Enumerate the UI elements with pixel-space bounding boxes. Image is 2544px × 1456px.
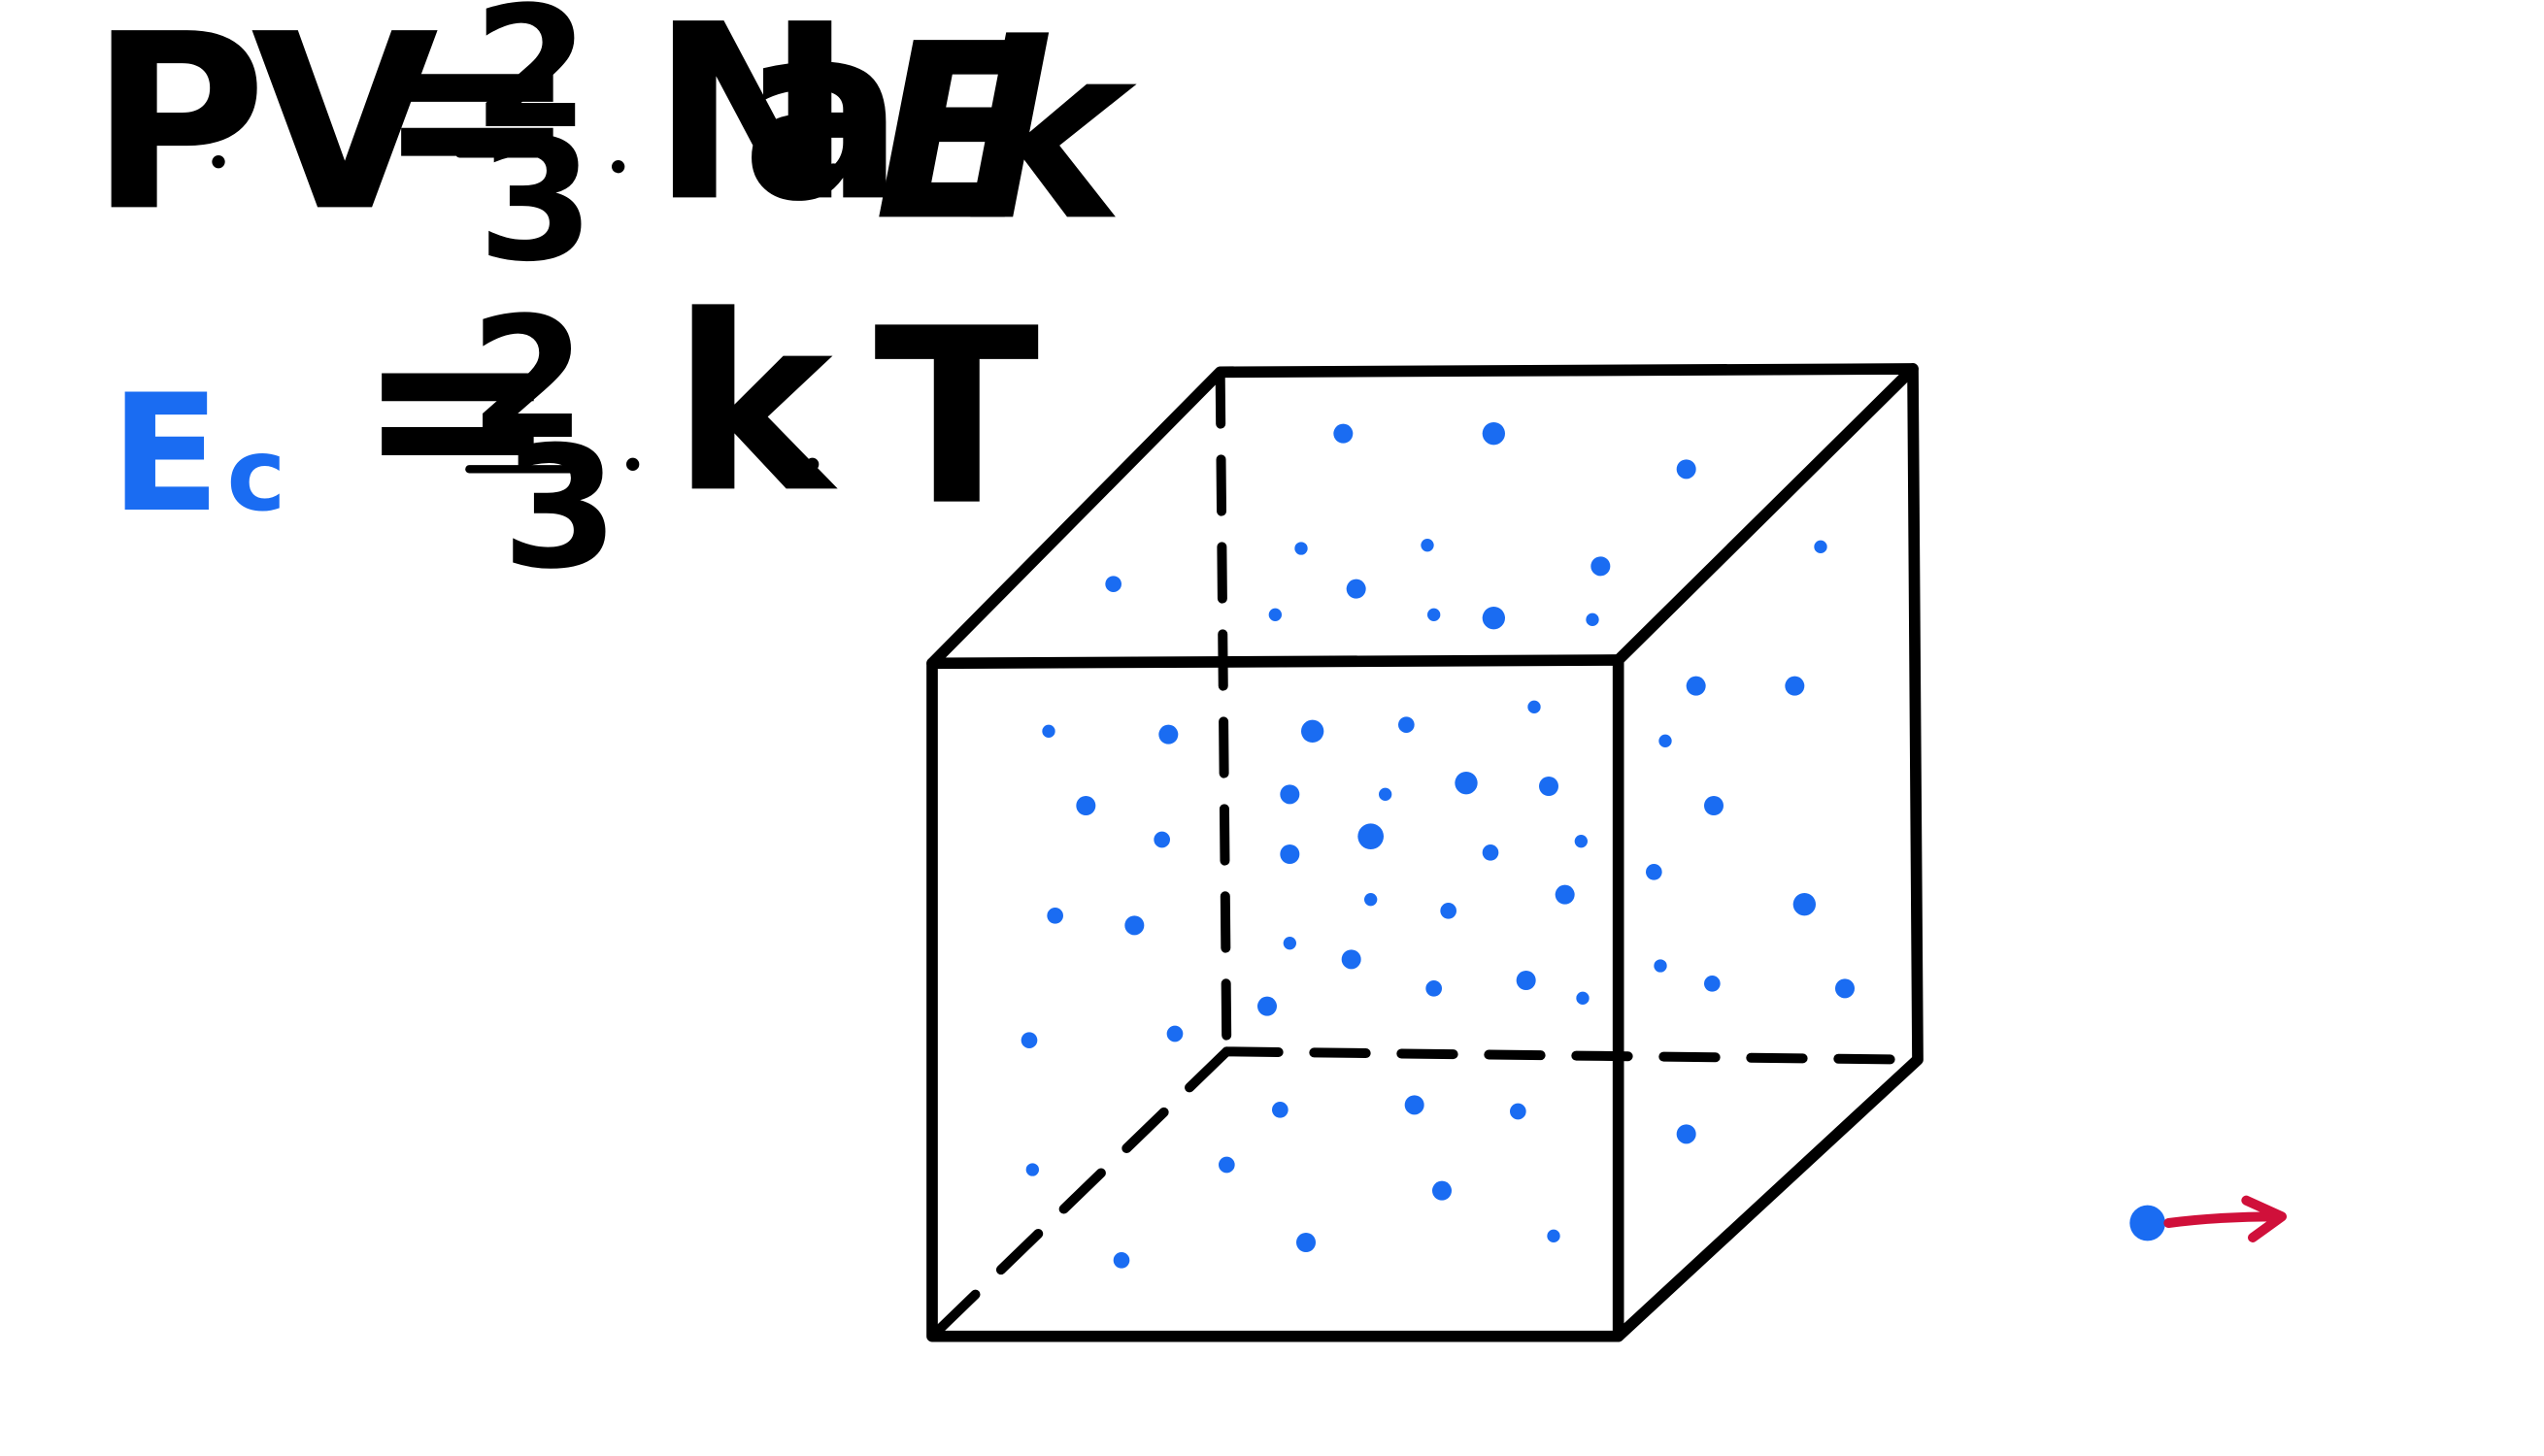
gas-particle bbox=[1154, 831, 1170, 848]
gas-particle bbox=[1025, 1163, 1039, 1176]
gas-particle bbox=[1590, 556, 1611, 577]
gas-particle bbox=[1432, 1180, 1452, 1201]
gas-particle bbox=[1586, 612, 1599, 626]
pressure-symbol: P bbox=[89, 0, 267, 264]
gas-particle bbox=[1166, 1025, 1184, 1042]
gas-particle bbox=[1814, 540, 1827, 553]
gas-particle bbox=[1076, 796, 1096, 815]
gas-container-cube bbox=[926, 363, 1924, 1342]
gas-particle bbox=[1333, 423, 1354, 444]
gas-particle bbox=[1658, 734, 1672, 747]
particle-velocity-legend bbox=[2129, 1195, 2287, 1242]
gas-particle bbox=[1510, 1103, 1526, 1120]
energy-symbol: E bbox=[110, 360, 220, 548]
velocity-arrow-head bbox=[2241, 1195, 2287, 1242]
gas-particle bbox=[1364, 893, 1378, 907]
gas-particle bbox=[1301, 719, 1324, 743]
energy-subscript: c bbox=[226, 417, 285, 534]
kinetic-energy-symbol: E bbox=[874, 0, 1040, 274]
gas-particle bbox=[1105, 576, 1121, 592]
equals-sign: = bbox=[376, 0, 579, 248]
gas-particle bbox=[1792, 893, 1816, 916]
gas-particle bbox=[1113, 1252, 1130, 1269]
gas-particle bbox=[1296, 1233, 1316, 1252]
gas-particle bbox=[1482, 422, 1505, 446]
gas-particle bbox=[1280, 844, 1300, 864]
gas-particle bbox=[1042, 724, 1055, 738]
gas-particle bbox=[1686, 676, 1706, 696]
hidden-depth-edge bbox=[927, 1046, 1232, 1341]
gas-particle bbox=[1268, 608, 1282, 621]
legend-particle bbox=[2129, 1205, 2165, 1241]
gas-particle bbox=[1835, 978, 1855, 999]
gas-particle bbox=[1421, 539, 1434, 552]
gas-particle bbox=[1341, 949, 1361, 970]
gas-particle bbox=[1516, 971, 1536, 990]
fraction-denominator: 3 bbox=[478, 103, 595, 299]
fraction-denominator: 3 bbox=[502, 410, 619, 606]
gas-particle bbox=[1219, 1156, 1235, 1174]
multiply-dot bbox=[212, 155, 225, 169]
multiply-dot bbox=[806, 457, 820, 471]
volume-symbol: V bbox=[251, 0, 438, 264]
formula-kinetic-energy: E c = 2 3 k T bbox=[110, 263, 1039, 606]
gas-particle bbox=[1257, 996, 1277, 1016]
gas-particle bbox=[1346, 579, 1366, 599]
fraction-numerator: 2 bbox=[473, 0, 590, 166]
gas-particle bbox=[1574, 835, 1588, 848]
fraction-numerator: 2 bbox=[469, 281, 586, 477]
gas-particle bbox=[1425, 980, 1442, 997]
hidden-edges bbox=[927, 367, 1919, 1341]
gas-particle bbox=[1404, 1095, 1424, 1115]
formula-ideal-gas: P V = 2 3 N a E k bbox=[89, 0, 1137, 299]
gas-particle bbox=[1398, 716, 1415, 733]
gas-particle bbox=[1576, 991, 1590, 1005]
gas-particle bbox=[1021, 1032, 1038, 1048]
gas-particle bbox=[1280, 784, 1300, 805]
gas-particle bbox=[1124, 915, 1145, 936]
gas-particle bbox=[1427, 608, 1441, 621]
gas-particle bbox=[1704, 976, 1721, 992]
gas-particle bbox=[1547, 1229, 1560, 1242]
multiply-dot bbox=[612, 160, 625, 174]
gas-particle bbox=[1646, 864, 1662, 880]
gas-particle bbox=[1785, 676, 1805, 696]
gas-particle bbox=[1539, 777, 1558, 796]
particle-count-symbol: N bbox=[651, 0, 854, 254]
gas-particle bbox=[1654, 959, 1667, 973]
multiply-dot bbox=[626, 457, 640, 471]
velocity-arrow-shaft bbox=[2163, 1211, 2284, 1228]
gas-particle bbox=[1158, 724, 1179, 745]
gas-particle bbox=[1357, 823, 1384, 849]
gas-particle bbox=[1482, 844, 1499, 861]
equals-sign: = bbox=[356, 265, 559, 547]
kinetic-energy-subscript: k bbox=[963, 0, 1137, 274]
top-face bbox=[926, 363, 1919, 670]
gas-particle bbox=[1704, 796, 1724, 815]
gas-particle bbox=[1379, 787, 1392, 801]
gas-particle bbox=[1676, 459, 1696, 480]
hidden-vertical-edge bbox=[1215, 367, 1232, 1057]
right-face-edges bbox=[1612, 363, 1924, 1342]
temperature-symbol: T bbox=[874, 277, 1040, 559]
gas-particle bbox=[1283, 937, 1296, 950]
gas-particle bbox=[1455, 772, 1478, 795]
gas-particle bbox=[1555, 884, 1575, 905]
gas-particles bbox=[1021, 422, 1855, 1269]
particle-count-subscript: a bbox=[741, 0, 905, 254]
gas-particle bbox=[1527, 700, 1541, 713]
multiply-dot bbox=[826, 163, 840, 177]
boltzmann-constant-symbol: k bbox=[672, 263, 839, 546]
gas-particle bbox=[1047, 908, 1063, 924]
hidden-bottom-edge bbox=[1222, 1046, 1919, 1065]
gas-particle bbox=[1272, 1102, 1289, 1118]
gas-particle bbox=[1676, 1124, 1696, 1144]
gas-particle bbox=[1482, 607, 1505, 630]
gas-particle bbox=[1440, 903, 1456, 919]
gas-particle bbox=[1294, 542, 1308, 555]
